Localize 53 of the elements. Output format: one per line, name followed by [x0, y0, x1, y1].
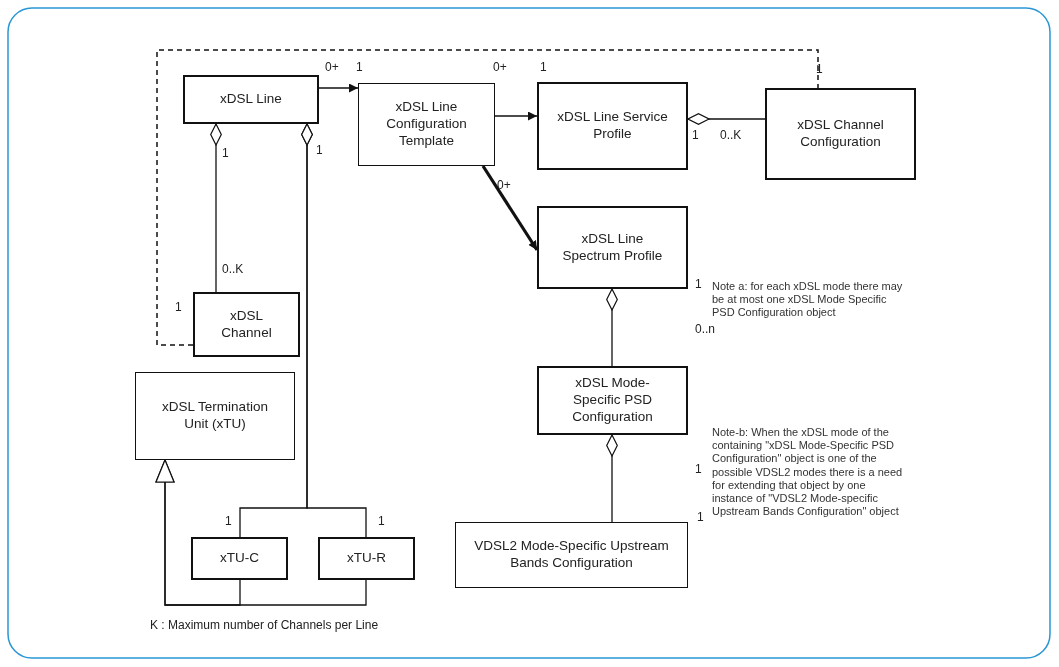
class-name: xDSL Mode-Specific PSD Configuration	[571, 375, 654, 426]
class-box	[183, 75, 319, 124]
multiplicity-label: 1	[222, 146, 229, 161]
multiplicity-label: 1	[692, 128, 699, 143]
aggregation-line	[606, 288, 618, 367]
class-box	[358, 83, 495, 166]
class-box	[318, 537, 415, 580]
arrow	[318, 83, 359, 93]
multiplicity-label: 1	[695, 462, 702, 477]
class-box	[537, 82, 688, 170]
multiplicity-label: 1	[225, 514, 232, 529]
multiplicity-label: 0..K	[720, 128, 742, 143]
aggregation-line	[210, 123, 222, 293]
class-name: xDSL Line Service Profile	[556, 109, 669, 143]
class-name: xTU-R	[347, 550, 386, 567]
arrow	[494, 111, 538, 121]
footnote-text: K : Maximum number of Channels per Line	[150, 618, 379, 633]
arrow	[481, 165, 539, 251]
note-text: Note-b: When the xDSL mode of the containing "xDSL Mode-Specific PSD Configuration" object is one of the possible VDSL2 modes there is a need for extending that object by one instance of "VDSL2 Mode-specific Upstream Bands Configuration" object	[712, 426, 904, 519]
multiplicity-label: 1	[816, 62, 823, 77]
class-name: xDSL Termination Unit (xTU)	[161, 399, 269, 433]
class-box	[537, 206, 688, 289]
class-box	[455, 522, 688, 588]
multiplicity-label: 1	[697, 510, 704, 525]
multiplicity-label: 0..K	[222, 262, 244, 277]
class-name: VDSL2 Mode-Specific Upstream Bands Configuration	[473, 538, 670, 572]
multiplicity-label: 0..n	[695, 322, 715, 337]
class-name: xDSL Channel	[220, 307, 273, 342]
class-name: xDSL Channel Configuration	[796, 117, 885, 151]
class-box	[193, 292, 300, 357]
inheritance-arrow	[155, 459, 367, 606]
class-box	[765, 88, 916, 180]
aggregation-line	[301, 123, 367, 538]
aggregation-line	[687, 113, 766, 125]
multiplicity-label: 1	[356, 60, 363, 75]
aggregation-line	[606, 434, 618, 523]
class-name: xDSL Line Spectrum Profile	[561, 230, 664, 265]
multiplicity-label: 1	[175, 300, 182, 315]
multiplicity-label: 0+	[497, 178, 511, 193]
multiplicity-label: 1	[316, 143, 323, 158]
multiplicity-label: 1	[378, 514, 385, 529]
multiplicity-label: 0+	[493, 60, 507, 75]
class-name: xDSL Line Configuration Template	[385, 99, 468, 150]
class-name: xDSL Line	[220, 91, 282, 108]
multiplicity-label: 1	[695, 277, 702, 292]
dashed-connector	[156, 49, 819, 346]
multiplicity-label: 0+	[325, 60, 339, 75]
class-box	[191, 537, 288, 580]
note-text: Note a: for each xDSL mode there may be at most one xDSL Mode Specific PSD Configuration object	[712, 280, 904, 320]
class-box	[135, 372, 295, 460]
multiplicity-label: 1	[540, 60, 547, 75]
class-box	[537, 366, 688, 435]
class-name: xTU-C	[220, 550, 259, 567]
